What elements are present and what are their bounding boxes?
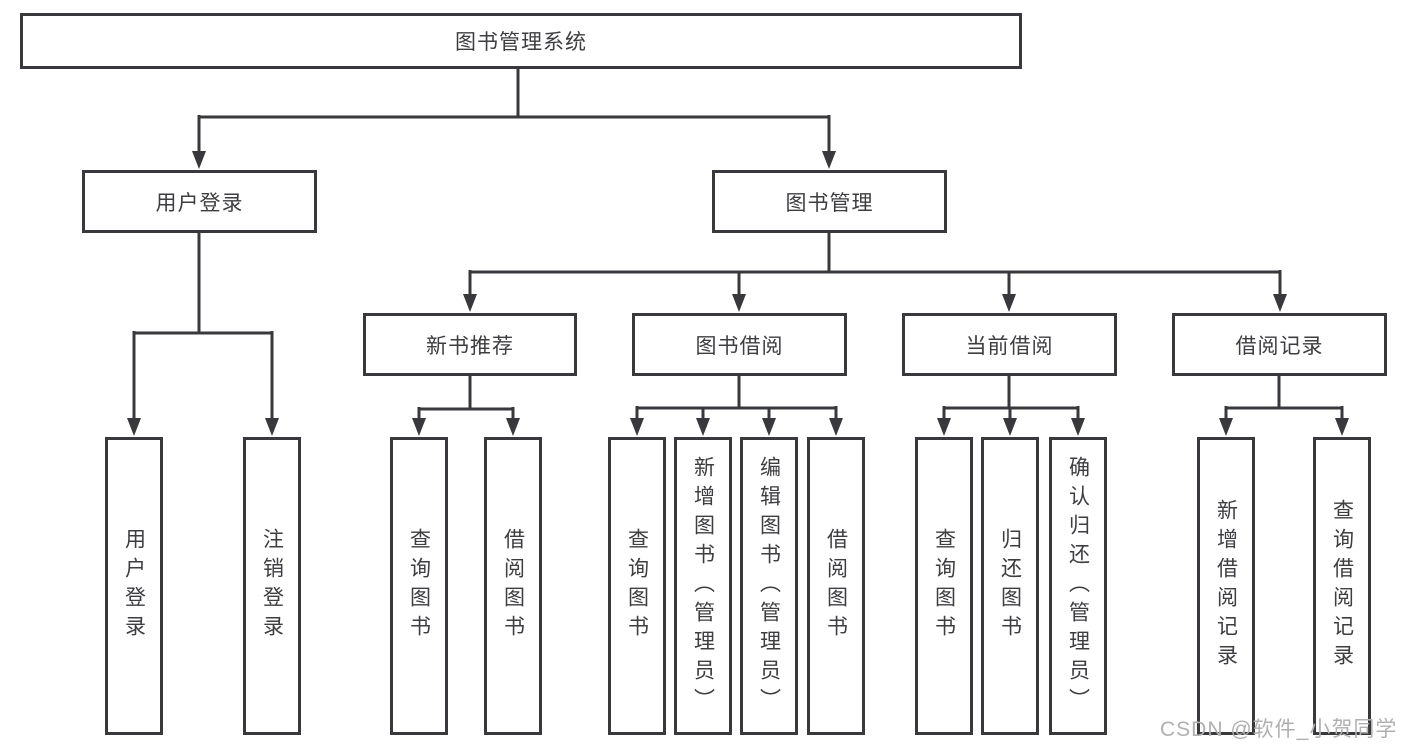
leaf-query-books-current: 查询图书 xyxy=(915,437,973,735)
arrowheads xyxy=(127,151,1349,436)
node-label: 图书管理系统 xyxy=(455,31,587,54)
leaf-logout: 注销登录 xyxy=(243,437,301,735)
leaf-return-books: 归还图书 xyxy=(981,437,1039,735)
csdn-watermark: CSDN @软件_小贺同学 xyxy=(1160,718,1398,741)
leaf-label: 编辑图书（管理员） xyxy=(757,455,781,717)
leaf-user-login: 用户登录 xyxy=(105,437,163,735)
node-label: 用户登录 xyxy=(155,191,244,215)
leaf-query-books-borrow: 查询图书 xyxy=(608,437,666,735)
leaf-add-borrow-record: 新增借阅记录 xyxy=(1197,437,1255,735)
leaf-label: 查询图书 xyxy=(407,528,431,644)
leaf-label: 查询借阅记录 xyxy=(1330,499,1354,673)
node-user-login: 用户登录 xyxy=(82,170,317,233)
leaf-borrow-books: 借阅图书 xyxy=(807,437,865,735)
leaf-label: 借阅图书 xyxy=(501,528,525,644)
node-label: 图书借阅 xyxy=(695,334,784,358)
leaf-confirm-return-admin: 确认归还（管理员） xyxy=(1049,437,1107,735)
leaf-edit-books-admin: 编辑图书（管理员） xyxy=(740,437,798,735)
leaf-label: 注销登录 xyxy=(260,528,284,644)
node-label: 当前借阅 xyxy=(965,334,1054,358)
leaf-label: 用户登录 xyxy=(122,528,146,644)
leaf-borrow-books-recommend: 借阅图书 xyxy=(484,437,542,735)
leaf-label: 新增借阅记录 xyxy=(1214,499,1238,673)
leaf-label: 确认归还（管理员） xyxy=(1066,455,1090,717)
leaf-label: 借阅图书 xyxy=(824,528,848,644)
node-new-book-recommend: 新书推荐 xyxy=(363,313,577,376)
node-library-system: 图书管理系统 xyxy=(20,13,1022,69)
node-book-borrow: 图书借阅 xyxy=(632,313,847,376)
node-label: 新书推荐 xyxy=(426,334,514,358)
leaf-label: 查询图书 xyxy=(625,528,649,644)
leaf-add-books-admin: 新增图书（管理员） xyxy=(674,437,732,735)
leaf-query-borrow-record: 查询借阅记录 xyxy=(1313,437,1371,735)
node-label: 图书管理 xyxy=(785,191,874,215)
leaf-query-books-recommend: 查询图书 xyxy=(390,437,448,735)
node-label: 借阅记录 xyxy=(1235,334,1324,358)
node-book-management: 图书管理 xyxy=(712,170,947,233)
leaf-label: 归还图书 xyxy=(998,528,1022,644)
leaf-label: 查询图书 xyxy=(932,528,956,644)
leaf-label: 新增图书（管理员） xyxy=(691,455,715,717)
node-current-borrow: 当前借阅 xyxy=(902,313,1117,376)
node-borrow-record: 借阅记录 xyxy=(1172,313,1387,376)
